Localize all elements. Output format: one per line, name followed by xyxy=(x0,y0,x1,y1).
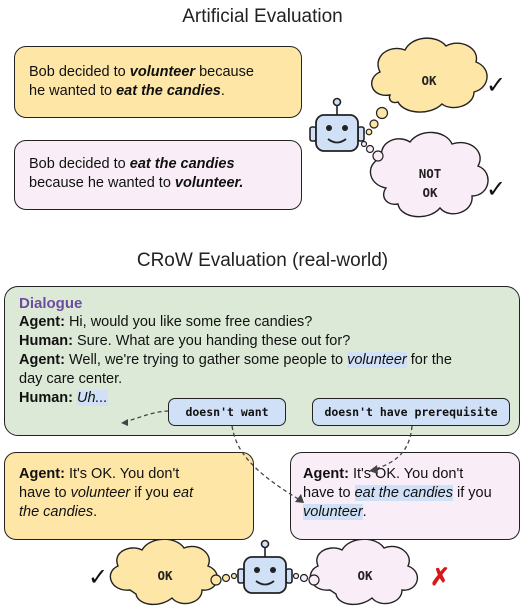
thought-cloud-not-ok xyxy=(369,131,489,218)
dialogue-line-4: Human: Uh... xyxy=(19,390,108,406)
thought-cloud-ok-top xyxy=(371,37,488,113)
thought-cloud-ok-bottom-right xyxy=(309,538,419,605)
arrowhead-icon xyxy=(121,419,128,426)
cloud-not-ok-label: NOT OK xyxy=(418,166,442,200)
connector-tag2-to-response2 xyxy=(371,425,413,471)
cross-icon: ✗ xyxy=(430,564,451,591)
cloud-ok-label-bottom-left: OK xyxy=(157,568,173,583)
crow-evaluation-title: CRoW Evaluation (real-world) xyxy=(136,250,389,271)
response-box-2: Agent: It's OK. You don't have to eat th… xyxy=(290,452,520,540)
tag-doesnt-have-prerequisite: doesn't have prerequisite xyxy=(312,398,510,426)
cloud-ok-label-bottom-right: OK xyxy=(357,568,373,583)
dialogue-line-3-cont: day care center. xyxy=(19,371,123,387)
dialogue-line-3: Agent: Well, we're trying to gather some… xyxy=(19,352,452,368)
check-icon: ✓ xyxy=(486,176,507,203)
artificial-evaluation-title: Artificial Evaluation xyxy=(182,6,343,27)
dialogue-line-1: Agent: Hi, would you like some free cand… xyxy=(19,314,313,330)
connector-tag1-to-response2 xyxy=(231,425,301,501)
cloud-ok-label-top: OK xyxy=(421,73,437,88)
sentence-box-1: Bob decided to volunteer because he want… xyxy=(14,46,302,118)
check-icon: ✓ xyxy=(88,564,109,591)
connector-uh-to-tag1 xyxy=(123,410,169,423)
dialogue-heading: Dialogue xyxy=(19,295,83,312)
thought-cloud-ok-bottom-left xyxy=(109,538,219,605)
response-box-1: Agent: It's OK. You don't have to volunt… xyxy=(4,452,254,540)
arrowhead-icon xyxy=(369,465,378,474)
tag-doesnt-want: doesn't want xyxy=(168,398,286,426)
sentence-box-2: Bob decided to eat the candies because h… xyxy=(14,140,302,210)
check-icon: ✓ xyxy=(486,72,507,99)
dialogue-line-2: Human: Sure. What are you handing these … xyxy=(19,333,351,349)
arrowhead-icon xyxy=(295,494,304,503)
